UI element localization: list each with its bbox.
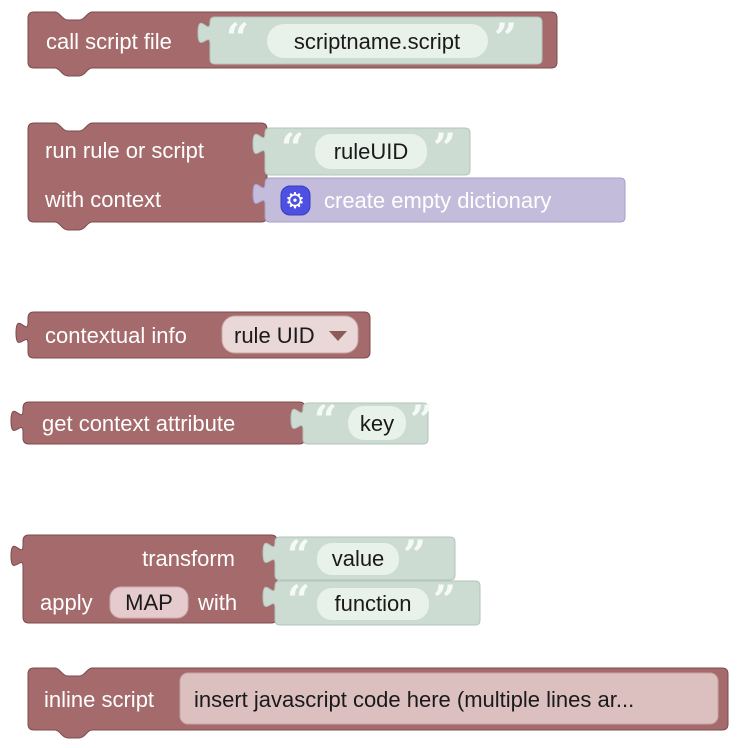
block-run-rule-or-script: run rule or script with context “ ruleUI…	[27, 122, 626, 231]
block-call-script-file: call script file “ scriptname.script ”	[27, 11, 558, 77]
close-quote-icon: ”	[494, 15, 517, 62]
contextual-info-label: contextual info	[45, 323, 187, 348]
transform-label: transform	[142, 546, 235, 571]
open-quote-icon: “	[314, 397, 337, 444]
function-input[interactable]	[317, 588, 429, 620]
open-quote-icon: “	[281, 125, 304, 172]
chevron-down-icon	[329, 331, 347, 341]
with-label: with	[197, 590, 237, 615]
run-rule-or-script-label: run rule or script	[45, 138, 204, 163]
key-input-value: key	[360, 411, 394, 436]
inline-script-code-input[interactable]	[179, 672, 719, 725]
block-transform: transform apply MAP with “ value ” “ fun…	[10, 532, 481, 626]
create-empty-dictionary-block[interactable]	[252, 177, 626, 223]
method-input[interactable]	[109, 586, 189, 619]
close-quote-icon: ”	[433, 125, 456, 172]
run-rule-or-script-block-body[interactable]	[27, 122, 268, 231]
open-quote-icon: “	[287, 532, 310, 579]
inline-script-code-value: insert javascript code here (multiple li…	[194, 687, 634, 712]
scriptname-input-value: scriptname.script	[294, 29, 460, 54]
close-quote-icon: ”	[433, 577, 456, 624]
inline-script-label: inline script	[44, 687, 154, 712]
value-input-value: value	[332, 546, 385, 571]
ruleuid-input-value: ruleUID	[334, 139, 409, 164]
function-input-value: function	[334, 591, 411, 616]
method-input-value: MAP	[125, 590, 173, 615]
create-empty-dictionary-label: create empty dictionary	[324, 188, 551, 213]
block-contextual-info: contextual info rule UID	[15, 311, 371, 359]
mutator-gear-button[interactable]	[280, 185, 311, 216]
value-input[interactable]	[317, 543, 399, 575]
call-script-file-label: call script file	[46, 29, 172, 54]
contextual-info-dropdown[interactable]	[221, 315, 359, 354]
gear-icon: ⚙	[285, 188, 305, 213]
open-quote-icon: “	[287, 577, 310, 624]
scriptname-input[interactable]	[267, 24, 488, 58]
open-quote-icon: “	[226, 15, 249, 62]
get-context-attribute-label: get context attribute	[42, 411, 235, 436]
contextual-info-dropdown-value: rule UID	[234, 323, 315, 348]
close-quote-icon: ”	[403, 532, 426, 579]
block-inline-script: inline script insert javascript code her…	[27, 667, 729, 739]
block-get-context-attribute: get context attribute “ key ”	[10, 397, 433, 445]
ruleuid-input[interactable]	[315, 134, 427, 169]
apply-label: apply	[40, 590, 93, 615]
close-quote-icon: ”	[410, 397, 433, 444]
key-input[interactable]	[348, 406, 406, 440]
with-context-label: with context	[44, 187, 161, 212]
